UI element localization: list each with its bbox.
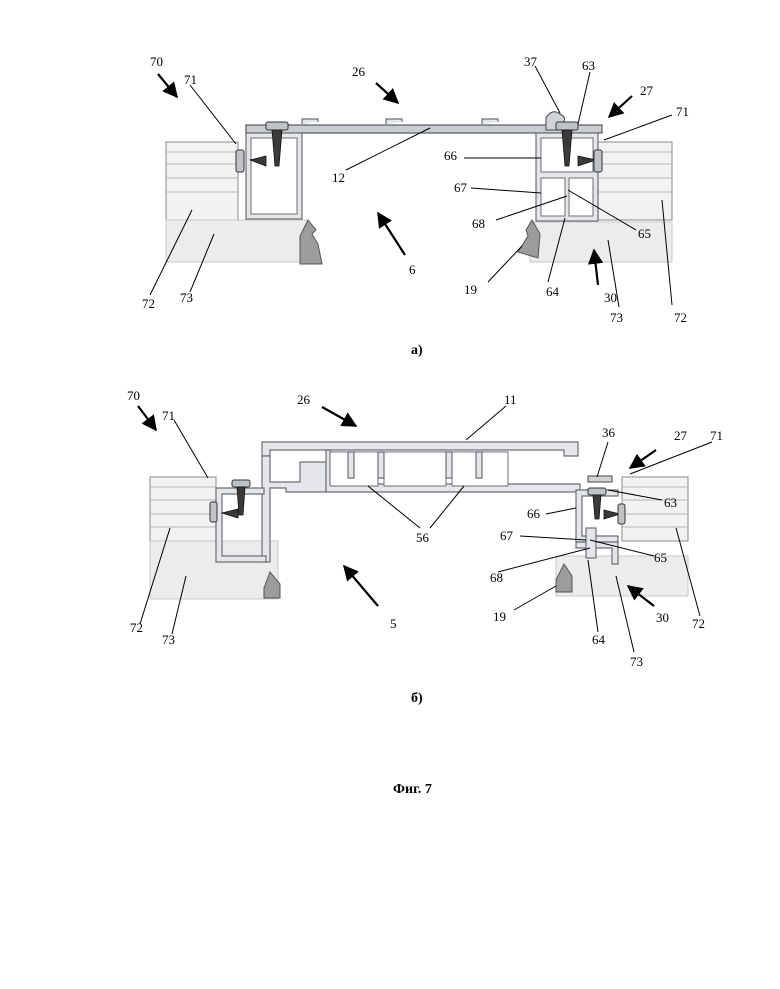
left-wall-b	[150, 477, 278, 599]
figure-b: 70 71 26 11 36 27 71 63 66 56 67 65 68 7…	[127, 388, 723, 706]
label-5: 5	[390, 616, 397, 631]
label-66: 66	[444, 148, 458, 163]
label-71: 71	[676, 104, 689, 119]
label-19: 19	[464, 282, 477, 297]
label-68: 68	[490, 570, 503, 585]
label-72: 72	[674, 310, 687, 325]
label-73: 73	[610, 310, 623, 325]
label-65: 65	[638, 226, 651, 241]
label-65: 65	[654, 550, 667, 565]
label-63: 63	[582, 58, 595, 73]
label-73: 73	[162, 632, 175, 647]
label-64: 64	[592, 632, 606, 647]
label-11: 11	[504, 392, 517, 407]
label-30: 30	[604, 290, 617, 305]
label-56: 56	[416, 530, 430, 545]
label-67: 67	[454, 180, 468, 195]
label-30: 30	[656, 610, 669, 625]
label-37: 37	[524, 54, 538, 69]
label-71: 71	[184, 72, 197, 87]
label-70: 70	[127, 388, 140, 403]
caption-b: б)	[411, 691, 423, 706]
label-73: 73	[630, 654, 643, 669]
label-36: 36	[602, 425, 616, 440]
label-73: 73	[180, 290, 193, 305]
label-70: 70	[150, 54, 163, 69]
label-72: 72	[130, 620, 143, 635]
label-27: 27	[640, 83, 654, 98]
label-26: 26	[352, 64, 366, 79]
figure-a: 70 71 26 37 63 27 71 66 12 67 68 65 72 7…	[142, 54, 689, 358]
label-68: 68	[472, 216, 485, 231]
label-27: 27	[674, 428, 688, 443]
label-71: 71	[162, 408, 175, 423]
label-63: 63	[664, 495, 677, 510]
label-72: 72	[692, 616, 705, 631]
label-72: 72	[142, 296, 155, 311]
label-67: 67	[500, 528, 514, 543]
cover-profile-a	[246, 112, 602, 221]
label-66: 66	[527, 506, 541, 521]
label-6: 6	[409, 262, 416, 277]
label-71: 71	[710, 428, 723, 443]
figure-title: Фиг. 7	[393, 782, 432, 797]
label-64: 64	[546, 284, 560, 299]
caption-a: а)	[411, 343, 423, 358]
label-12: 12	[332, 170, 345, 185]
label-26: 26	[297, 392, 311, 407]
label-19: 19	[493, 609, 506, 624]
